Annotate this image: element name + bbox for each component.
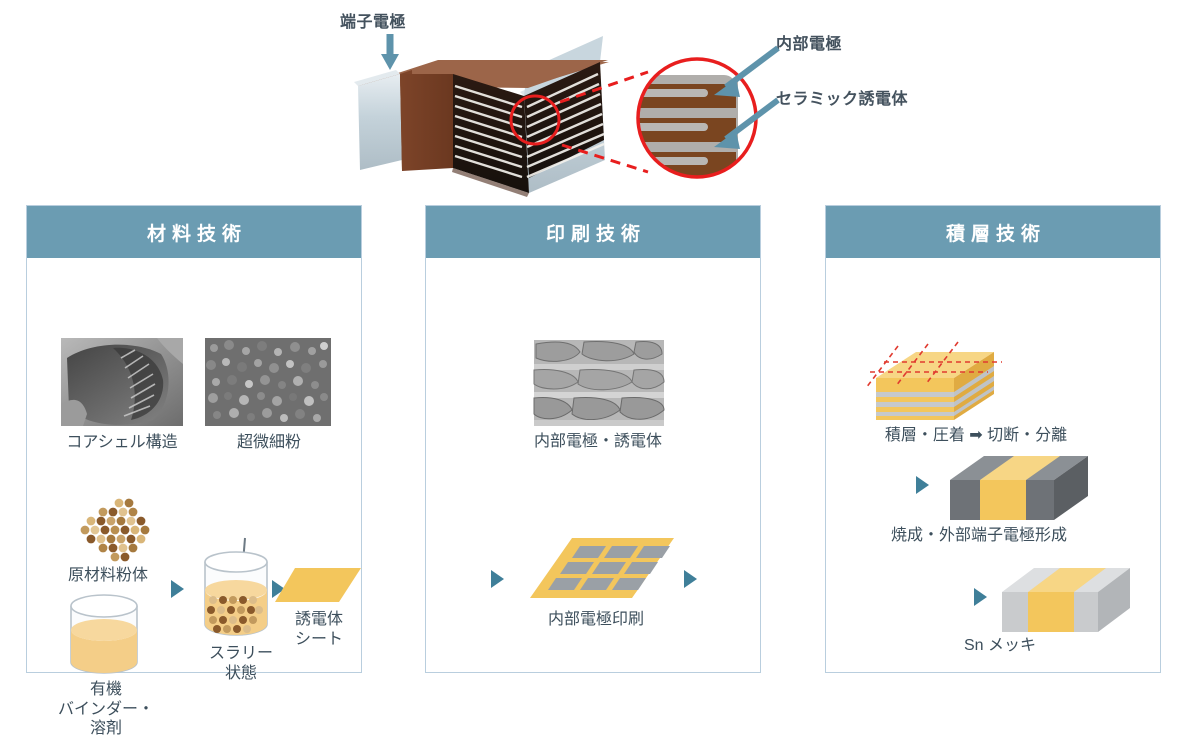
zoom-target-circle bbox=[509, 94, 561, 146]
terminal-electrode-arrow bbox=[381, 34, 399, 70]
fired-chip-icon bbox=[950, 456, 1088, 520]
label-internal-electrode: 内部電極 bbox=[776, 36, 843, 53]
sn-plated-chip-icon bbox=[1002, 568, 1130, 632]
panel-printing-header: 印刷技術 bbox=[426, 206, 760, 258]
mlcc-cutaway-illustration: 端子電極 内部電極 セラミック誘電体 bbox=[0, 0, 1200, 200]
caption-core-shell: コアシェル構造 bbox=[66, 434, 178, 451]
panel-lamination-body: 積層・圧着 ➡ 切断・分離 焼成・外部端子電極形成 Sn メッキ bbox=[826, 258, 1160, 672]
internal-electrode-print-icon bbox=[530, 538, 674, 598]
organic-binder-beaker-icon bbox=[70, 594, 138, 674]
electrode-dielectric-micrograph bbox=[533, 340, 665, 426]
ultrafine-powder-micrograph bbox=[205, 338, 331, 426]
panel-lamination-header: 積層技術 bbox=[826, 206, 1160, 258]
panel-lamination-technology: 積層技術 積 bbox=[825, 205, 1161, 673]
lamination-arrow-2 bbox=[974, 588, 987, 606]
caption-internal-electrode-printing: 内部電極印刷 bbox=[547, 611, 644, 628]
panel-printing-technology: 印刷技術 内部電極・誘電体 bbox=[425, 205, 761, 673]
printing-arrow-out bbox=[684, 570, 697, 588]
flow-arrow-1 bbox=[171, 580, 184, 598]
printing-arrow-in bbox=[491, 570, 504, 588]
internal-electrode-leader bbox=[714, 45, 780, 97]
core-shell-micrograph bbox=[61, 338, 183, 426]
panel-material-body: コアシェル構造 bbox=[27, 258, 361, 737]
caption-organic-binder-solvent: 有機 バインダー・ 溶剤 bbox=[57, 681, 154, 738]
magnified-cross-section bbox=[636, 57, 758, 179]
slurry-beaker-icon bbox=[204, 537, 268, 636]
caption-stack-press-cut: 積層・圧着 ➡ 切断・分離 bbox=[884, 427, 1068, 444]
raw-powder-icon bbox=[80, 498, 150, 562]
caption-electrode-dielectric: 内部電極・誘電体 bbox=[533, 433, 662, 450]
laminated-block-icon bbox=[865, 341, 1002, 420]
panel-printing-body: 内部電極・誘電体 内部電極印刷 bbox=[426, 258, 760, 672]
mlcc-chip-3d bbox=[354, 36, 609, 197]
caption-sn-plating: Sn メッキ bbox=[963, 637, 1037, 654]
label-ceramic-dielectric: セラミック誘電体 bbox=[776, 91, 909, 108]
caption-ultrafine-powder: 超微細粉 bbox=[236, 434, 301, 451]
panel-material-technology: 材料技術 bbox=[26, 205, 362, 737]
caption-slurry-state: スラリー 状態 bbox=[208, 645, 273, 682]
panel-material-header: 材料技術 bbox=[27, 206, 361, 258]
label-terminal-electrode: 端子電極 bbox=[340, 14, 407, 31]
dielectric-sheet-icon bbox=[275, 568, 361, 602]
lamination-arrow-1 bbox=[916, 476, 929, 494]
caption-firing-terminal: 焼成・外部端子電極形成 bbox=[890, 527, 1067, 544]
caption-dielectric-sheet: 誘電体 シート bbox=[294, 611, 343, 648]
callout-dashed-lines bbox=[559, 70, 649, 174]
ceramic-dielectric-leader bbox=[714, 97, 780, 149]
caption-raw-material-powder: 原材料粉体 bbox=[67, 567, 148, 584]
